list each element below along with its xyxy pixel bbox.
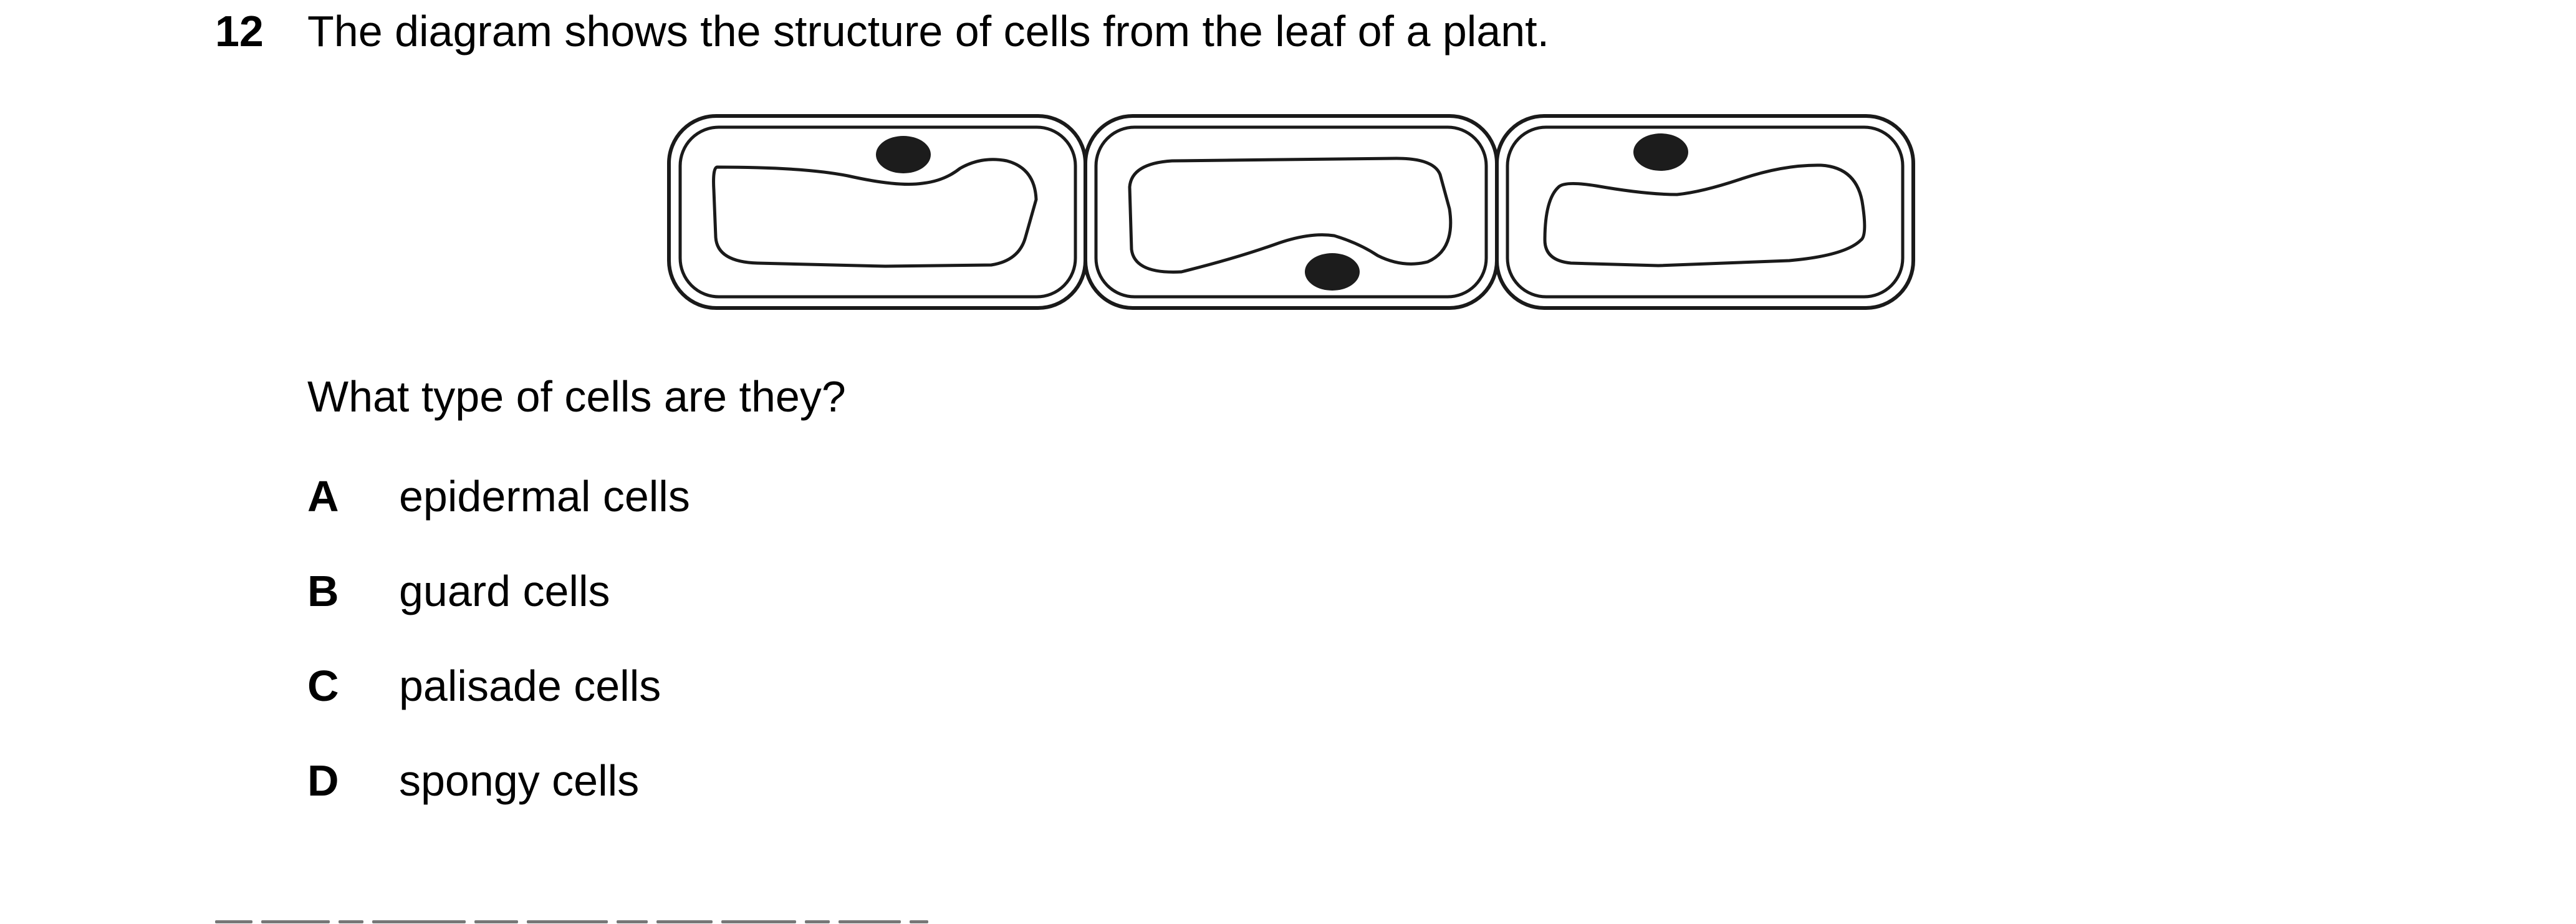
nucleus-left (876, 136, 931, 173)
cell-left (667, 114, 1087, 310)
option-letter: D (307, 756, 339, 805)
cell-middle (1084, 114, 1499, 310)
question-prompt: What type of cells are they? (307, 372, 846, 421)
question-stem: The diagram shows the structure of cells… (307, 7, 1550, 55)
leaf-cells-diagram (667, 114, 1915, 310)
nucleus-middle (1305, 253, 1360, 291)
vacuole-middle (1128, 156, 1453, 274)
option-text: guard cells (399, 567, 610, 615)
option-letter: A (307, 472, 339, 521)
option-letter: B (307, 567, 339, 615)
vacuole-left (712, 158, 1038, 268)
option-text: spongy cells (399, 756, 640, 805)
question-number: 12 (215, 7, 264, 55)
vacuole-right (1543, 163, 1867, 267)
cell-right (1495, 114, 1915, 310)
option-text: epidermal cells (399, 472, 690, 521)
cut-off-next-line (215, 912, 1188, 924)
nucleus-right (1633, 133, 1688, 171)
option-text: palisade cells (399, 662, 661, 710)
option-letter: C (307, 662, 339, 710)
